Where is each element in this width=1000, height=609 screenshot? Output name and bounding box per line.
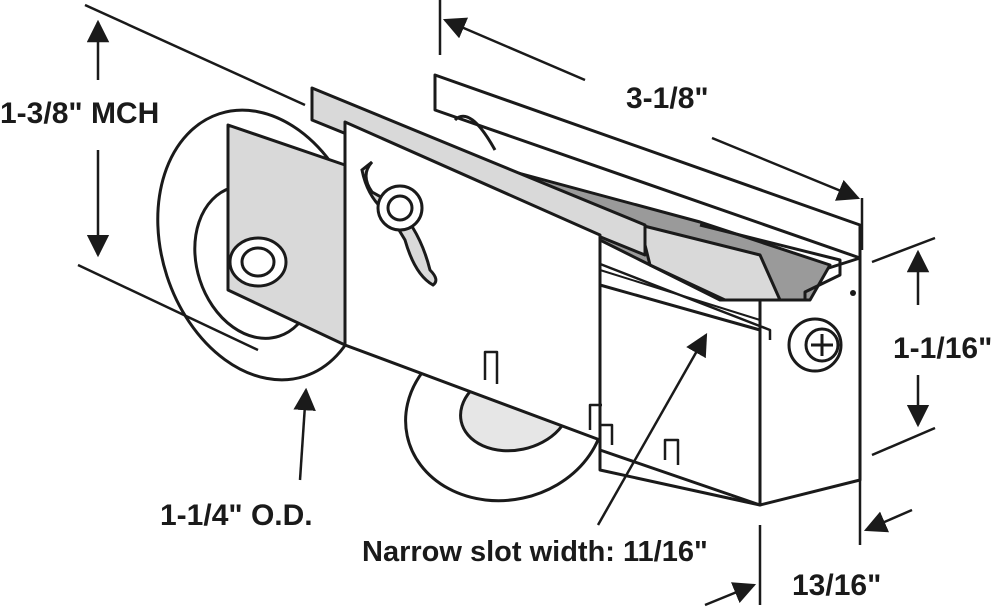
mch-label: 1-3/8" MCH [0,97,159,130]
adjuster-wing-icon [360,160,438,287]
slot-pointer [596,333,708,526]
axle-bushing [228,236,288,288]
wheel-od-label: 1-1/4" O.D. [160,499,313,532]
width-label: 13/16" [792,569,881,602]
width-arrow-right [863,508,913,533]
width-arrow-left [704,582,757,607]
phillips-screw-icon [787,317,843,373]
length-arrow-right [711,136,861,201]
slot-width-label: Narrow slot width: 11/16" [362,536,708,568]
height-label: 1-1/16" [893,332,992,365]
end-dot [850,290,856,296]
wheel-od-pointer [293,387,316,481]
mch-extension-top [84,3,306,107]
length-label: 3-1/8" [626,82,709,115]
mch-extension-bottom [77,263,259,352]
length-arrow-left [442,17,586,82]
housing [433,73,862,507]
dimension-lines [77,0,936,607]
height-extension-top [871,236,936,264]
height-extension-bottom [871,426,936,457]
